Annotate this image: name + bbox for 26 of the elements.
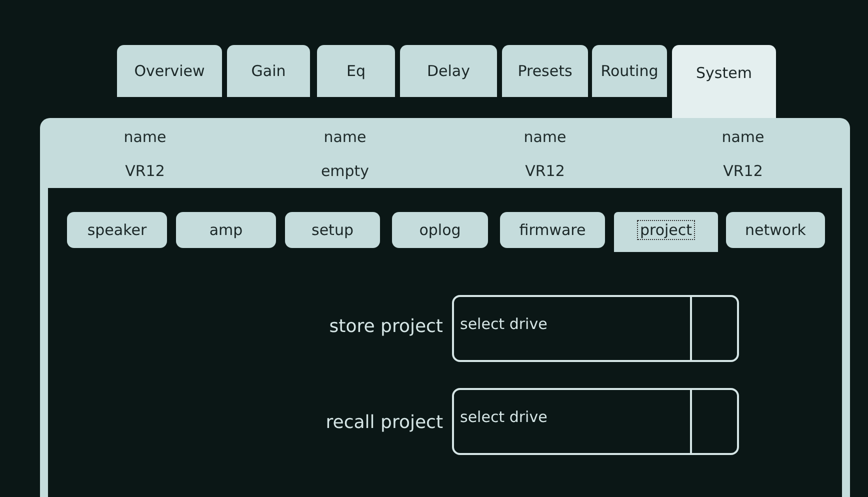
tab: Overview [117,45,222,97]
tab: Presets [502,45,588,97]
tab: Delay [400,45,497,97]
tab: Eq [317,45,395,97]
tab: setup [285,212,380,248]
tab: project [614,212,718,252]
field-label: store project [328,316,443,337]
column-header: name [122,128,168,146]
drive-dropdown: select drive [452,295,739,362]
preset-name: VR12 [722,162,764,180]
tab: amp [176,212,276,248]
tab: network [726,212,825,248]
tab: Routing [592,45,667,97]
tab: System [672,45,776,118]
field-label: recall project [324,412,443,433]
drive-dropdown: select drive [452,388,739,455]
tab: oplog [392,212,488,248]
preset-name: empty [320,162,370,180]
tab: Gain [227,45,310,97]
column-header: name [322,128,368,146]
preset-name: VR12 [124,162,166,180]
tab: speaker [67,212,167,248]
column-header: name [522,128,568,146]
preset-name: VR12 [524,162,566,180]
column-header: name [720,128,766,146]
tab: firmware [500,212,605,248]
